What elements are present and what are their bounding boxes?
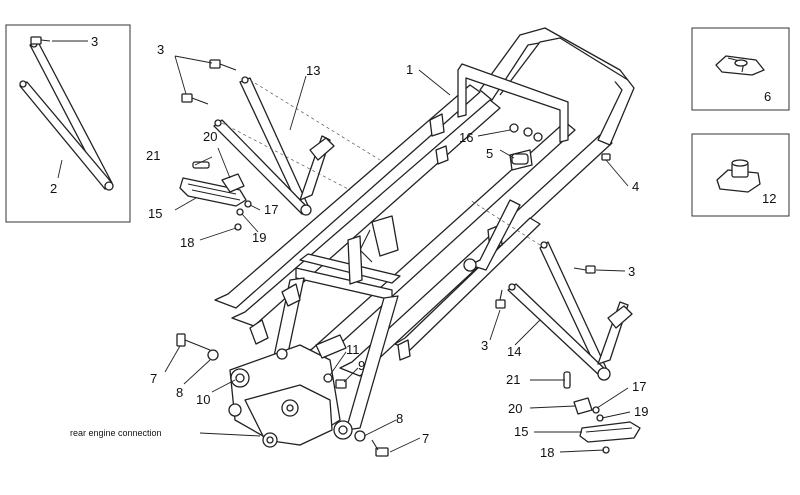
bolt-icon: [335, 379, 347, 389]
callout-21-b: 21: [506, 372, 520, 387]
part-20-spring-plate-rh: [573, 397, 593, 415]
callout-13: 13: [306, 63, 320, 78]
callout-7-a: 7: [150, 371, 157, 386]
part-15-footpeg-lh: [179, 177, 247, 207]
part-17-spring-lh: [244, 200, 252, 208]
callout-3-c: 3: [481, 338, 488, 353]
rear-engine-connection-label: rear engine connection: [70, 428, 162, 438]
assembly-line: [469, 199, 541, 246]
callout-17-b: 17: [632, 379, 646, 394]
part-8-washer: [207, 349, 219, 361]
bolt-icon: [181, 93, 209, 105]
leader-lines: [164, 55, 631, 453]
callout-17-a: 17: [264, 202, 278, 217]
bolt-icon: [209, 59, 237, 71]
part-8-washer: [354, 430, 366, 442]
callout-4: 4: [632, 179, 639, 194]
inset-frame: [5, 24, 131, 223]
callout-19-b: 19: [634, 404, 648, 419]
callout-18-a: 18: [180, 235, 194, 250]
bolt-icon: [30, 36, 51, 45]
part-6-clip: [715, 55, 765, 76]
part-14-footrest-bracket-rh: [507, 241, 633, 381]
callout-1: 1: [406, 62, 413, 77]
callout-16: 16: [459, 130, 473, 145]
part-11-nut: [323, 373, 333, 383]
callout-11: 11: [346, 342, 360, 357]
footrest-rh-assembly: [563, 371, 641, 454]
bolt-icon: [371, 439, 389, 457]
callout-15-b: 15: [514, 424, 528, 439]
callout-12: 12: [762, 191, 776, 206]
callout-3-a: 3: [157, 42, 164, 57]
callout-3-inset: 3: [91, 34, 98, 49]
nut-icon: [509, 123, 543, 142]
part-15-footpeg-rh: [579, 421, 641, 443]
part-2-stay-bracket: [19, 40, 114, 191]
footrest-lh-assembly: [179, 161, 252, 231]
part-17-spring-rh: [592, 406, 600, 414]
part-18-washer-lh: [234, 223, 242, 231]
inset-part-6: 6: [691, 27, 790, 111]
inset-part-2: 3 2: [5, 24, 131, 223]
part-20-spring-plate-lh: [221, 173, 245, 193]
callout-5: 5: [486, 146, 493, 161]
callout-21-a: 21: [146, 148, 160, 163]
callout-14: 14: [507, 344, 521, 359]
bolt-icon: [176, 333, 211, 351]
callout-2: 2: [50, 181, 57, 196]
callout-9: 9: [358, 358, 365, 373]
callout-6: 6: [764, 89, 771, 104]
callout-10: 10: [196, 392, 210, 407]
callout-8-b: 8: [396, 411, 403, 426]
callout-7-b: 7: [422, 431, 429, 446]
callout-18-b: 18: [540, 445, 554, 460]
part-1-rear-frame: [214, 27, 635, 448]
part-13-footrest-bracket-lh: [213, 76, 335, 216]
callout-19-a: 19: [252, 230, 266, 245]
assembly-line: [221, 122, 351, 191]
inset-part-12: 12: [691, 133, 790, 217]
callout-15-a: 15: [148, 206, 162, 221]
spacer-icon: [511, 153, 529, 165]
callout-3-b: 3: [628, 264, 635, 279]
part-12-speed-nut: [716, 159, 761, 193]
bolt-icon: [573, 265, 596, 274]
callout-8-a: 8: [176, 385, 183, 400]
screw-icon: [601, 153, 611, 161]
callout-20-b: 20: [508, 401, 522, 416]
assembly-line: [249, 79, 381, 161]
callout-20-a: 20: [203, 129, 217, 144]
bolt-icon: [495, 289, 506, 309]
part-19-ball-lh: [236, 208, 244, 216]
